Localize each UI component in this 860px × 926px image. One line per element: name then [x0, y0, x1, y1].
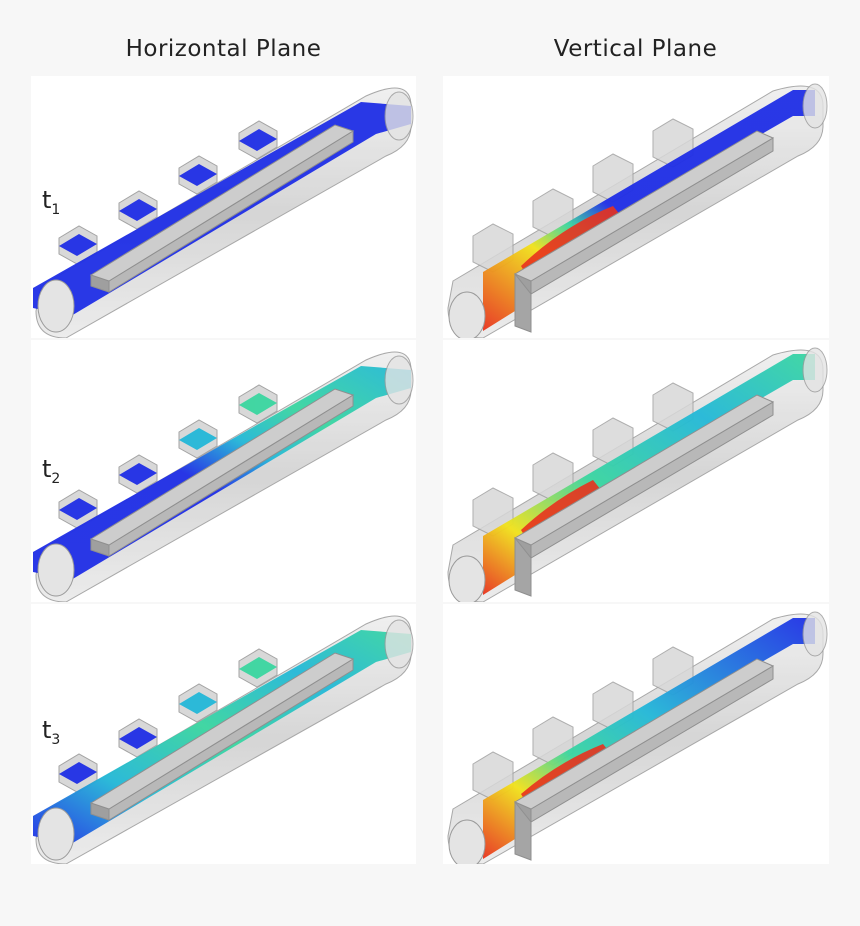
pipe-horizontal-t3 [33, 615, 414, 864]
panel-horizontal-t3 [31, 604, 416, 864]
pipe-outlet [384, 355, 414, 405]
column-title-vertical-plane: Vertical Plane [553, 36, 718, 62]
panel-vertical-t2 [443, 340, 829, 602]
pipe-outlet [384, 91, 414, 141]
row-label-t2: t2 [42, 455, 61, 487]
panel-vertical-t1 [443, 76, 829, 338]
pipe-inlet [448, 555, 486, 602]
row-label-t1: t1 [42, 186, 61, 218]
baffle-bar [513, 658, 775, 861]
pipe-vertical-t3 [447, 611, 828, 864]
row-label-t3: t3 [42, 716, 61, 748]
baffle-bar [513, 394, 775, 597]
pipe-outlet [802, 347, 828, 393]
pipe-horizontal-t2 [33, 351, 414, 602]
column-title-horizontal-plane: Horizontal Plane [125, 36, 322, 62]
pipe-outlet [384, 619, 414, 669]
pipe-inlet [37, 543, 75, 597]
pipe-horizontal-t1 [33, 87, 414, 338]
panel-horizontal-t1 [31, 76, 416, 338]
pipe-vertical-t1 [447, 83, 828, 338]
pipe-vertical-t2 [447, 347, 828, 602]
panel-vertical-t3 [443, 604, 829, 864]
pipe-inlet [448, 819, 486, 864]
pipe-outlet [802, 83, 828, 129]
panel-horizontal-t2 [31, 340, 416, 602]
baffle-bar [89, 388, 355, 557]
baffle-bar [89, 124, 355, 293]
pipe-inlet [37, 807, 75, 861]
pipe-outlet [802, 611, 828, 657]
pipe-inlet [448, 291, 486, 338]
baffle-bar [513, 130, 775, 333]
baffle-bar [89, 652, 355, 821]
pipe-inlet [37, 279, 75, 333]
